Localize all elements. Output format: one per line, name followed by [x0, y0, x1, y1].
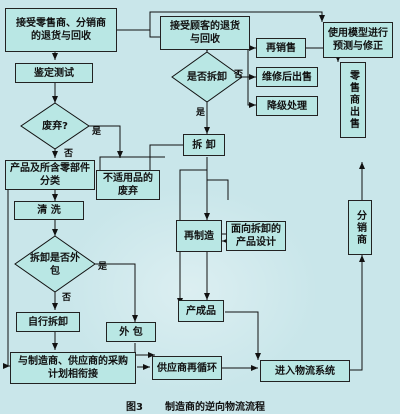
figure-title: 制造商的逆向物流流程	[165, 402, 265, 413]
dismantle-no-label: 否	[234, 70, 244, 80]
discard-no-label: 否	[64, 149, 74, 159]
outsource-question-text: 拆卸是否外包	[30, 253, 80, 277]
receive-customer-node: 接受顾客的退货与回收	[160, 16, 250, 50]
self-dismantle-node: 自行拆卸	[16, 312, 80, 332]
discard-yes-label: 是	[92, 127, 102, 137]
outsource-node: 外 包	[106, 322, 156, 342]
receive-retailer-node: 接受零售商、分销商的退货与回收	[5, 8, 117, 52]
distributor-node: 分销商	[348, 200, 372, 255]
dismantle-question-text: 是否拆卸	[187, 71, 227, 83]
clean-node: 清 洗	[14, 201, 84, 220]
repair-sell-node: 维修后出售	[256, 67, 318, 87]
figure-number: 图3	[126, 402, 143, 413]
unusable-discard-node: 不适用品的废弃	[96, 170, 160, 200]
outsource-no-label: 否	[62, 293, 72, 303]
parts-retail-node: 零售商出售	[340, 62, 366, 138]
sort-parts-node: 产品及所含零部件分类	[5, 160, 95, 190]
finished-product-node: 产成品	[178, 300, 224, 322]
logistics-node: 进入物流系统	[260, 360, 350, 382]
dismantle-yes-label: 是	[196, 108, 206, 118]
coordinate-node: 与制造商、供应商的采购计划相衔接	[10, 352, 136, 384]
resell-node: 再销售	[256, 38, 306, 58]
outsource-yes-label: 是	[98, 262, 108, 272]
model-forecast-node: 使用模型进行预测与修正	[323, 22, 393, 58]
remanufacture-node: 再制造	[176, 220, 222, 252]
supplier-recycle-node: 供应商再循环	[152, 356, 222, 380]
discard-question-text: 废弃?	[42, 120, 68, 132]
redesign-node: 面向拆卸的产品设计	[226, 221, 286, 251]
downgrade-node: 降级处理	[256, 96, 318, 116]
figure-caption: 图3 制造商的逆向物流流程	[0, 397, 400, 413]
inspection-node: 鉴定测试	[15, 63, 93, 83]
dismantle-node: 拆 卸	[183, 134, 225, 156]
